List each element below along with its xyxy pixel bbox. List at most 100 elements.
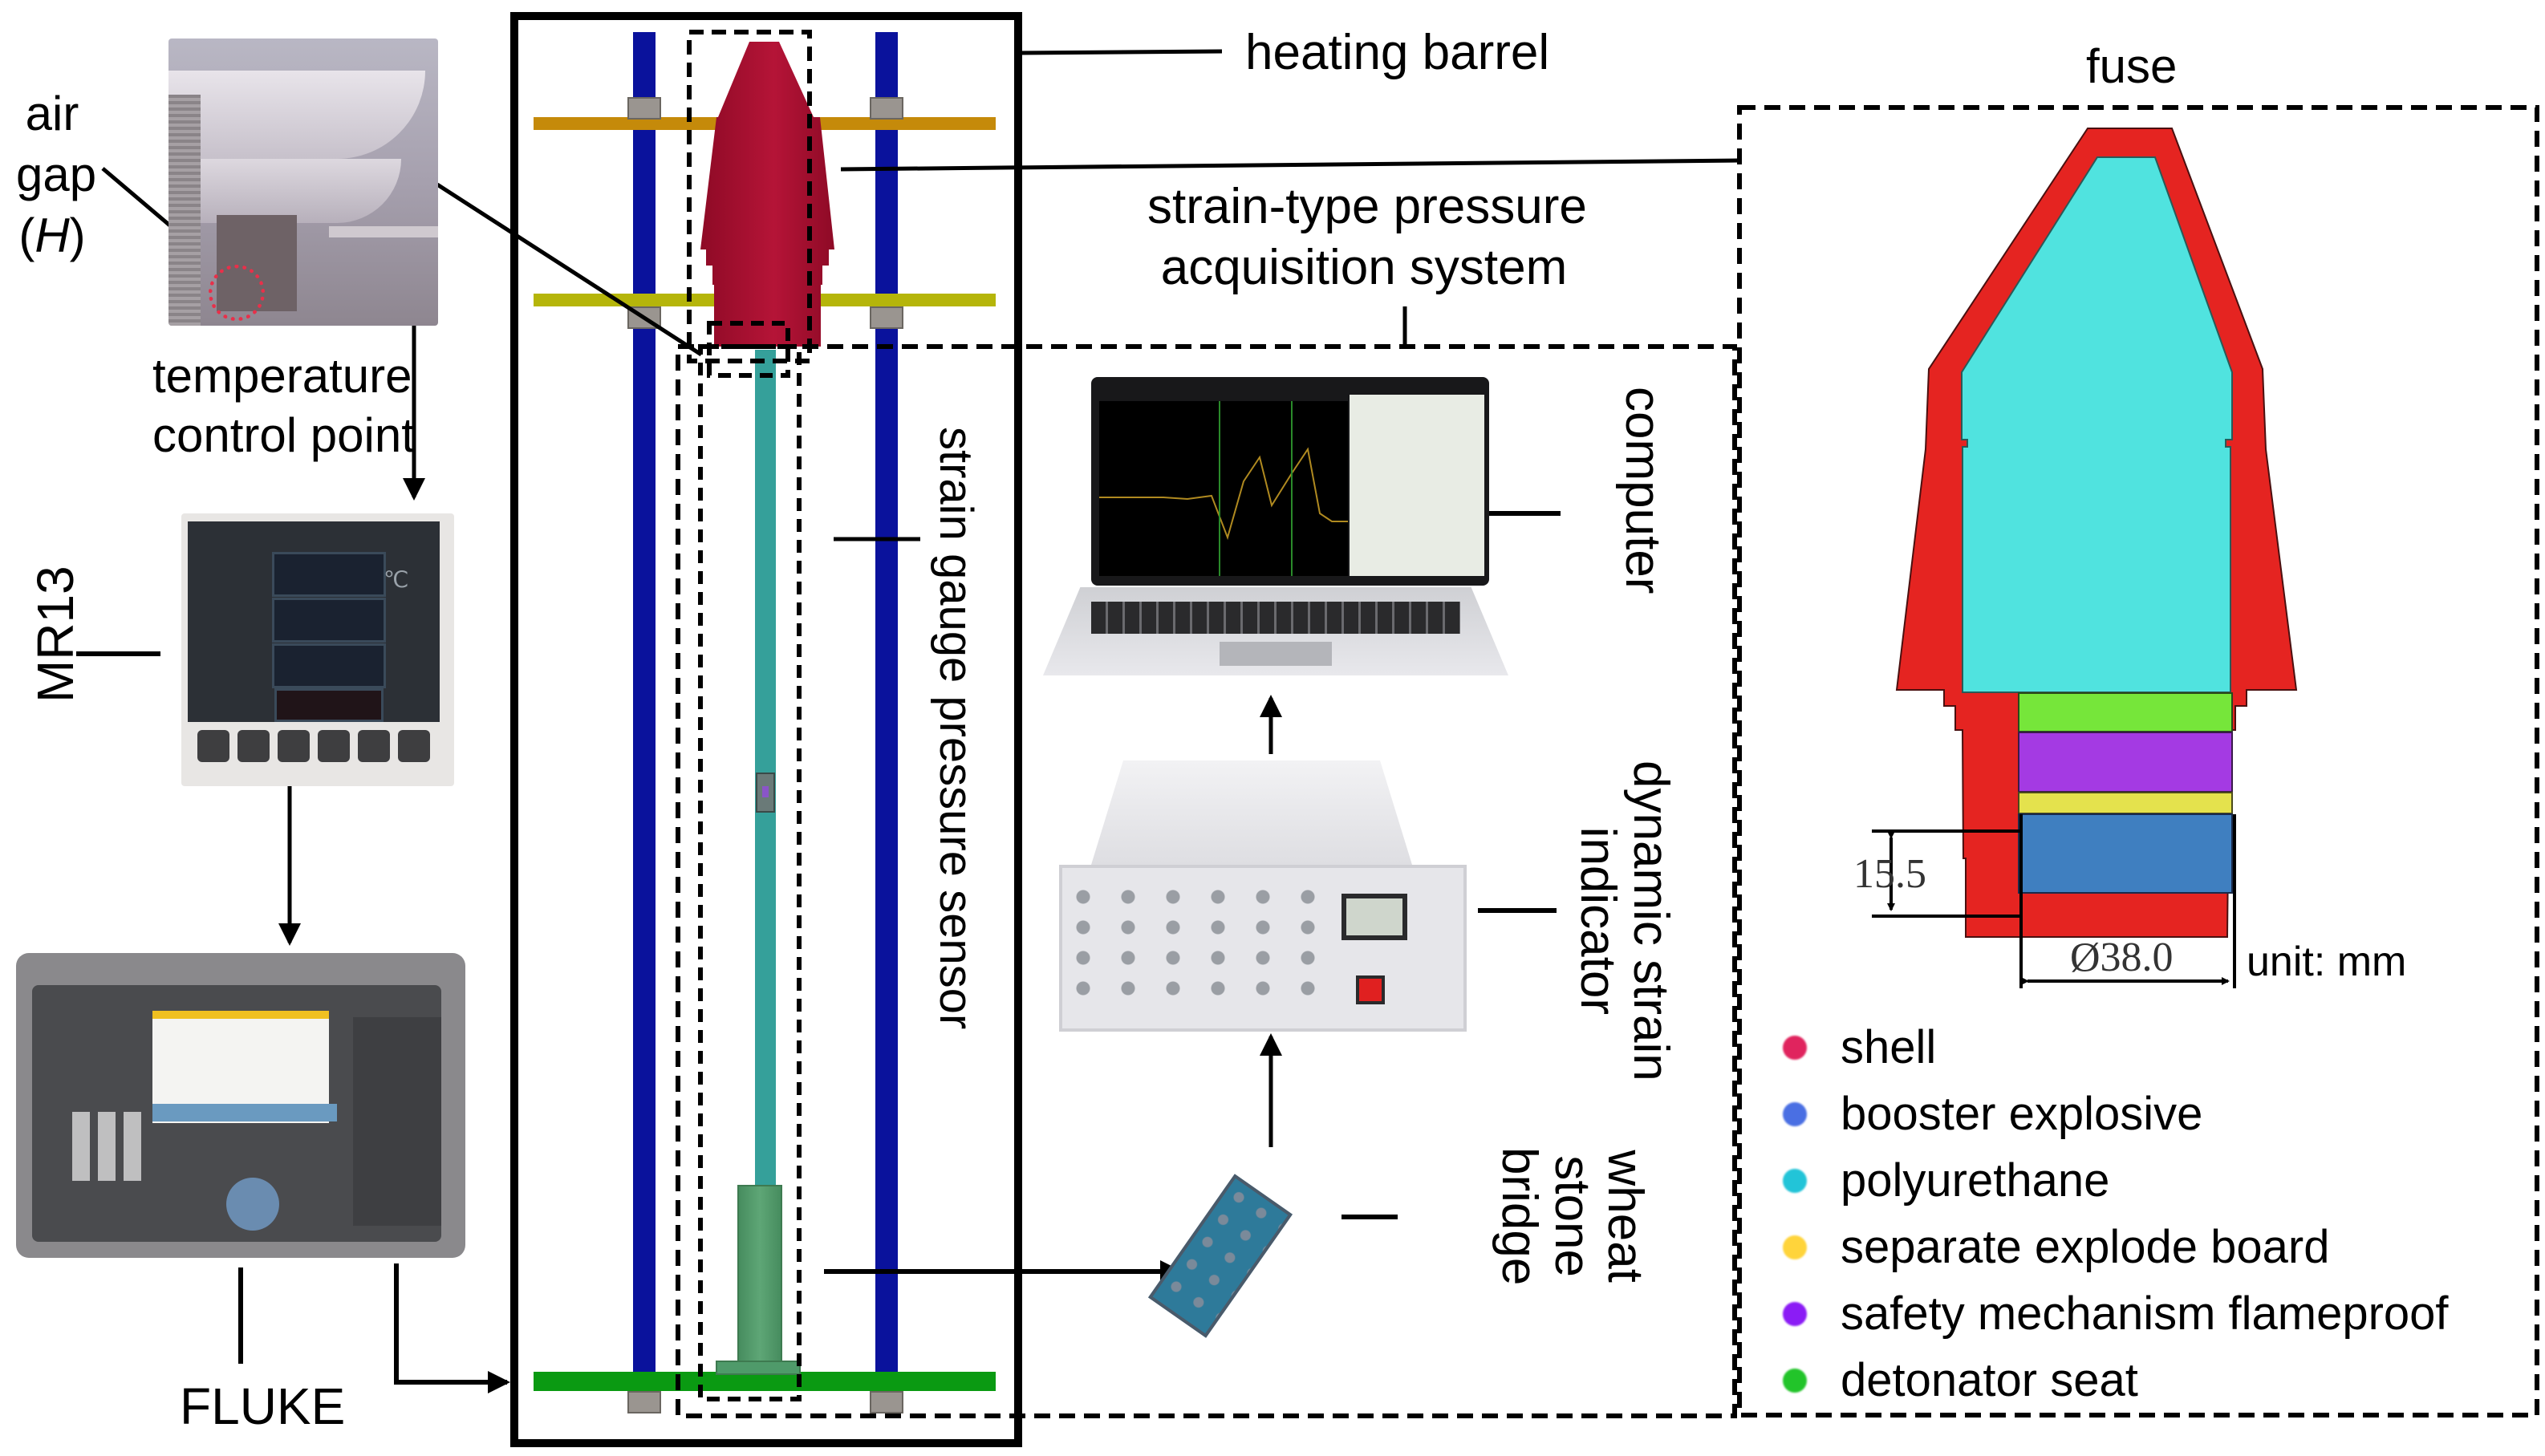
- photo-disc-lower: [168, 159, 401, 223]
- waveform-plot: [1099, 401, 1348, 576]
- fuse-separate-board: [2018, 792, 2233, 814]
- mr13-label: MR13: [26, 566, 84, 703]
- legend-swatch-icon: [1783, 1035, 1807, 1060]
- nuts: [627, 97, 903, 1413]
- sensor-rod: [755, 350, 776, 1186]
- legend-label: polyurethane: [1841, 1154, 2110, 1207]
- unit-label: unit: mm: [2247, 939, 2407, 985]
- thermocouple-photo: [168, 39, 438, 326]
- right-support-rod: [875, 32, 898, 1388]
- legend-label: shell: [1841, 1021, 1937, 1073]
- bridge-line-3: bridge: [1492, 1147, 1547, 1286]
- heating-barrel-shape: [700, 42, 834, 347]
- air-gap-marker-icon: [209, 265, 265, 321]
- temperature-line-2: control point: [152, 408, 415, 462]
- air-gap-line-1: air: [25, 87, 79, 140]
- mr13-buttons: [197, 730, 430, 762]
- heating-barrel-label: heating barrel: [1245, 25, 1550, 80]
- fluke-to-rig-arrow: [394, 1263, 510, 1393]
- legend-swatch-icon: [1783, 1168, 1807, 1193]
- acquisition-system-label: strain-type pressure acquisition system: [1147, 176, 1587, 298]
- temperature-line-1: temperature: [152, 349, 412, 403]
- legend-item: safety mechanism flameproof: [1783, 1287, 2449, 1340]
- fluke-terminals: [353, 1017, 441, 1226]
- air-gap-line-2: gap: [16, 148, 97, 201]
- strain-indicator-line-2: indicator: [1570, 826, 1626, 1016]
- computer-label: computer: [1615, 387, 1670, 594]
- legend-swatch-icon: [1783, 1235, 1807, 1259]
- mr13-display-4: [274, 688, 384, 722]
- legend-item: separate explode board: [1783, 1220, 2329, 1274]
- laptop-photo: [1035, 377, 1516, 682]
- barrel-base-dashed-outline: [707, 321, 790, 378]
- height-dimension-value: 15.5: [1853, 851, 1926, 897]
- sensor-flange: [716, 1361, 801, 1375]
- mr13-button: [237, 730, 270, 762]
- legend-item: polyurethane: [1783, 1154, 2109, 1207]
- laptop-trackpad: [1220, 642, 1332, 666]
- mr13-button: [197, 730, 229, 762]
- acquisition-dashed-box: [676, 344, 1737, 1418]
- wheatstone-bridge-label: wheat stone bridge: [1492, 1147, 1653, 1286]
- acquisition-line-2: acquisition system: [1160, 240, 1568, 295]
- fuse-dashed-box: [1737, 105, 2539, 1417]
- strain-indicator-photo: [1043, 760, 1476, 1032]
- strain-gauge-core: [762, 786, 769, 797]
- heating-rig-frame: [510, 12, 1022, 1447]
- photo-disc-upper: [168, 71, 425, 159]
- sensor-dashed-outline: [698, 344, 802, 1401]
- fluke-logger-photo: [16, 953, 465, 1258]
- barrel-to-fuse-leader: [840, 158, 1740, 172]
- fuse-booster-explosive: [2018, 813, 2233, 894]
- fluke-screen-softkeys: [152, 1104, 337, 1121]
- legend-swatch-icon: [1783, 1368, 1807, 1393]
- air-gap-symbol: H: [35, 209, 70, 262]
- legend-item: booster explosive: [1783, 1087, 2202, 1141]
- left-support-rod: [633, 32, 656, 1388]
- legend-label: separate explode board: [1841, 1221, 2330, 1273]
- fluke-dpad: [226, 1178, 279, 1231]
- legend-item: detonator seat: [1783, 1353, 2138, 1407]
- strain-gauge-sensor-label: strain gauge pressure sensor: [930, 427, 982, 1030]
- mr13-controller-photo: ℃: [181, 513, 454, 786]
- fuse-label: fuse: [2086, 39, 2178, 93]
- photo-cable: [329, 226, 438, 237]
- legend-item: shell: [1783, 1020, 1936, 1074]
- legend-swatch-icon: [1783, 1101, 1807, 1126]
- strain-indicator-line-1: dynamic strain: [1623, 760, 1678, 1081]
- mr13-display-1: [272, 552, 386, 597]
- mr13-display-3: [272, 643, 386, 688]
- bridge-line-1: wheat: [1597, 1150, 1653, 1283]
- temperature-control-point-label: temperature control point: [152, 347, 415, 465]
- indicator-top: [1091, 760, 1412, 865]
- air-gap-label: air gap (H): [16, 83, 97, 266]
- bridge-line-2: stone: [1544, 1155, 1600, 1278]
- photo-threaded-rod: [168, 95, 201, 326]
- fluke-keypad: [72, 1112, 141, 1181]
- indicator-lcd: [1342, 894, 1407, 940]
- mr13-button: [318, 730, 350, 762]
- legend-label: booster explosive: [1841, 1088, 2203, 1140]
- fluke-label: FLUKE: [180, 1377, 346, 1435]
- mr13-button: [358, 730, 390, 762]
- indicator-power-switch: [1356, 975, 1385, 1004]
- acquisition-line-1: strain-type pressure: [1147, 179, 1587, 234]
- mr13-button: [278, 730, 310, 762]
- legend-label: safety mechanism flameproof: [1841, 1288, 2449, 1340]
- sensor-body: [737, 1185, 782, 1365]
- heating-barrel-leader: [1017, 49, 1223, 55]
- laptop-keyboard: [1091, 602, 1460, 634]
- diameter-dimension-value: Ø38.0: [2070, 935, 2174, 980]
- photo-to-barrel-leader: [436, 182, 703, 357]
- legend-label: detonator seat: [1841, 1354, 2138, 1406]
- celsius-unit: ℃: [384, 567, 409, 592]
- laptop-control-panel: [1350, 395, 1484, 576]
- fuse-cross-section: [1872, 128, 2298, 988]
- dynamic-strain-indicator-label: dynamic strain indicator: [1570, 760, 1678, 1081]
- fuse-detonator-seat: [2018, 692, 2233, 732]
- wheatstone-bridge-photo: [1148, 1147, 1316, 1338]
- indicator-knobs: [1075, 889, 1324, 1009]
- legend-swatch-icon: [1783, 1301, 1807, 1326]
- air-gap-line-3: (H): [18, 209, 86, 262]
